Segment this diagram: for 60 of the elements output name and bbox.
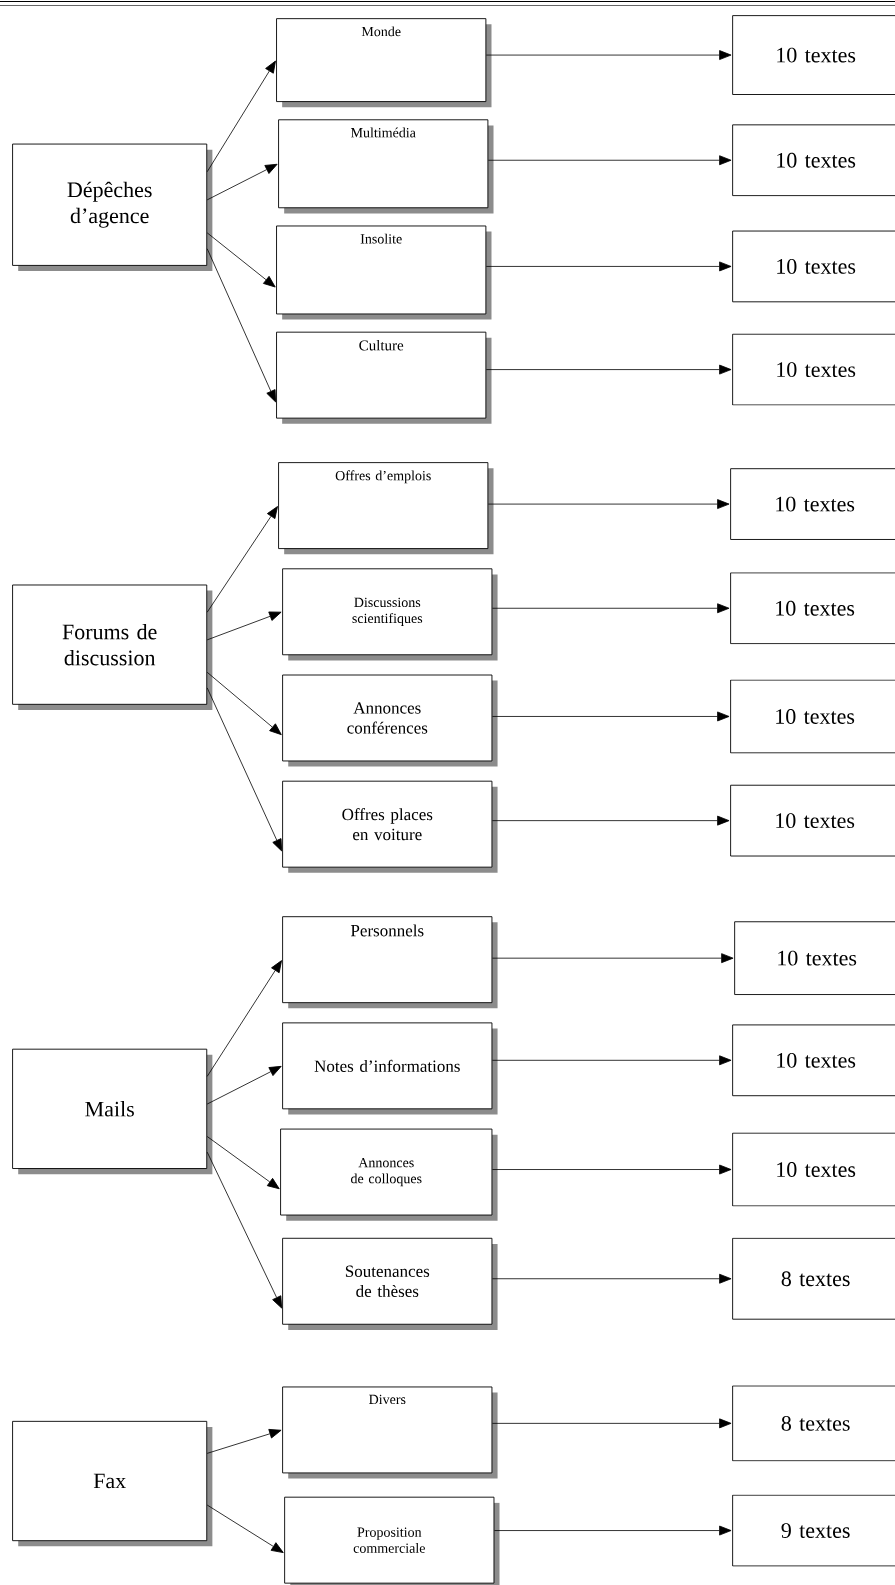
source-box: Fax [12,1420,213,1547]
category-box: Insolite [276,225,492,320]
arrow [206,960,282,1077]
arrow [206,248,277,403]
count-box: 10 textes [730,572,895,645]
count-box: 10 textes [730,784,895,857]
category-box: Personnels [282,916,498,1009]
arrow [485,364,732,375]
count-box: 10 textes [732,15,895,95]
count-box: 10 textes [732,1132,895,1207]
count-box: 10 textes [732,124,895,197]
arrow [487,499,730,509]
count-box: 10 textes [730,679,895,754]
category-box: Notes d’informations [282,1022,498,1115]
category-box: Monde [276,18,492,108]
category-box: Discussions scientifiques [282,568,498,661]
arrow [492,1273,732,1284]
arrow [492,1164,732,1175]
category-box: Proposition commerciale [284,1496,500,1585]
source-box: Dépêches d’agence [12,143,213,272]
category-box: Offres places en voiture [282,780,498,873]
category-box: Annonces conférences [282,674,498,767]
count-box: 10 textes [734,921,895,995]
category-box: Offres d’emplois [278,462,494,555]
arrow [206,1136,280,1190]
arrow [206,1151,283,1309]
arrow [206,60,276,173]
count-box: 8 textes [732,1385,895,1462]
arrow [206,1429,282,1454]
arrow [492,711,730,722]
source-box: Mails [12,1048,213,1175]
arrow [206,506,278,613]
arrow [485,261,732,272]
arrow [206,611,282,641]
count-box: 9 textes [732,1494,895,1567]
arrow [206,671,282,736]
arrow [492,953,734,964]
count-box: 10 textes [732,230,895,303]
count-box: 8 textes [732,1237,895,1320]
category-box: Multimédia [278,119,494,214]
category-box: Divers [282,1386,498,1479]
arrow [485,50,732,60]
arrow [206,232,276,288]
arrow [206,687,283,852]
arrow [494,1525,732,1536]
category-box: Soutenances de thèses [282,1237,498,1330]
arrow [492,1418,732,1429]
arrow [206,163,278,201]
arrow [206,1504,284,1553]
count-box: 10 textes [732,333,895,406]
category-box: Annonces de colloques [280,1128,498,1221]
count-box: 10 textes [732,1024,895,1097]
arrow [492,1055,732,1066]
arrow [487,155,732,166]
arrow [492,815,730,826]
category-box: Culture [276,331,492,424]
arrow [492,603,730,614]
arrow [206,1065,282,1105]
source-box: Forums de discussion [12,584,213,710]
count-box: 10 textes [730,468,895,540]
